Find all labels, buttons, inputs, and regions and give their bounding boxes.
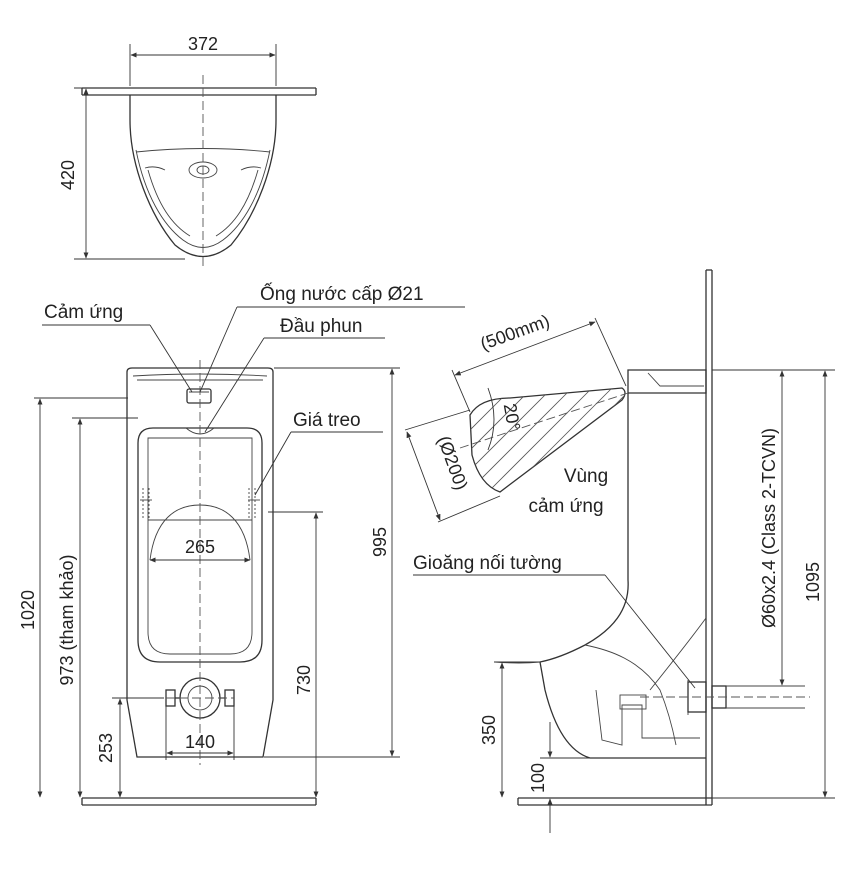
label-range-500: (500mm) (478, 311, 553, 354)
dim-height-1020: 1020 (18, 590, 38, 630)
sensing-zone (404, 317, 629, 523)
dim-top-depth: 420 (58, 160, 78, 190)
label-sensing-zone-1: Vùng (564, 466, 608, 487)
label-sensor: Cảm ứng (44, 302, 123, 323)
dim-height-973: 973 (tham khảo) (57, 554, 77, 685)
label-diameter-200: (Ø200) (434, 433, 472, 492)
label-wall-gasket: Gioăng nối tường (413, 553, 562, 574)
dim-height-253: 253 (96, 733, 116, 763)
label-hanger: Giá treo (293, 410, 361, 431)
dim-top-width: 372 (188, 34, 218, 54)
dim-side-350: 350 (479, 715, 499, 745)
dim-side-1095: 1095 (803, 562, 823, 602)
side-view: (500mm) (Ø200) 20° Vùng cảm ứng Gioăng n… (404, 269, 835, 833)
front-view: Cảm ứng Ống nước cấp Ø21 Đầu phun Giá tr… (18, 283, 465, 806)
dim-height-730: 730 (294, 665, 314, 695)
dim-outlet-width: 140 (185, 732, 215, 752)
top-view: 372 420 (58, 34, 317, 268)
label-angle-20: 20° (500, 402, 524, 432)
label-pipe-spec: Ø60x2.4 (Class 2-TCVN) (759, 428, 779, 628)
label-spray-head: Đầu phun (280, 316, 362, 337)
label-sensing-zone-2: cảm ứng (528, 496, 603, 517)
dim-side-100: 100 (528, 763, 548, 793)
dim-height-995: 995 (370, 527, 390, 557)
dim-inner-width: 265 (185, 537, 215, 557)
label-supply-pipe: Ống nước cấp Ø21 (260, 283, 424, 305)
